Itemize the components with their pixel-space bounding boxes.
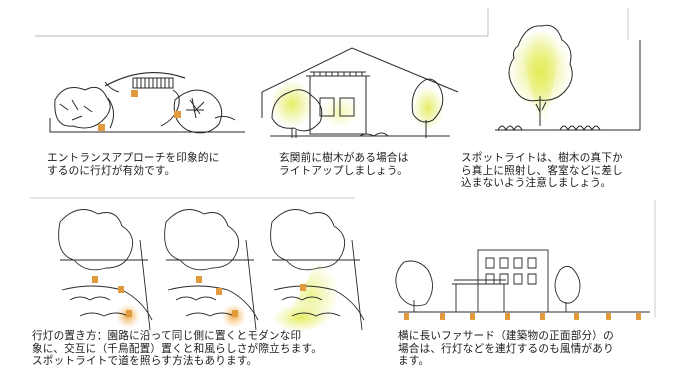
path-lanterns: [92, 276, 306, 317]
lantern-icon: [574, 313, 579, 320]
lantern-icon: [636, 313, 641, 320]
front-house-uplight-sketch: [261, 47, 459, 138]
caption-spotlight: スポットライトは、樹木の真下か ら真上に照射し、客室などに差し 込まないよう注意…: [461, 152, 623, 190]
lantern-icon: [300, 284, 306, 291]
lantern-icon: [92, 276, 98, 283]
lantern-icon: [440, 313, 445, 320]
caption-front-tree: 玄関前に樹木がある場合は ライトアップしましょう。: [279, 152, 409, 177]
tree-spotlight-sketch: [495, 24, 641, 132]
lantern-icon: [196, 276, 202, 283]
lantern-icon: [216, 288, 222, 295]
lantern-icon: [131, 90, 138, 97]
lantern-icon: [606, 313, 611, 320]
lantern-icon: [174, 111, 181, 118]
caption-placement: 行灯の置き方：園路に沿って同じ側に置くとモダンな印 象に、交互に（千鳥配置）置く…: [32, 330, 323, 368]
long-facade-lanterns-sketch: [395, 249, 650, 313]
garden-path-lantern-placement-sketches: [58, 209, 365, 332]
lantern-icon: [126, 310, 132, 317]
lantern-icon: [505, 313, 510, 320]
entrance-approach-lanterns-sketch: [49, 71, 245, 134]
lantern-icon: [98, 124, 105, 131]
lantern-icon: [470, 313, 475, 320]
facade-lanterns: [404, 313, 641, 320]
caption-facade: 横に長いファサード（建築物の正面部分）の 場合は、行灯などを連灯するのも風情があ…: [398, 330, 614, 368]
caption-entrance: エントランスアプローチを印象的に するのに行灯が有効です。: [47, 152, 220, 177]
lantern-icon: [232, 310, 238, 317]
lantern-icon: [118, 286, 124, 293]
lantern-icon: [404, 313, 409, 320]
lantern-icon: [540, 313, 545, 320]
